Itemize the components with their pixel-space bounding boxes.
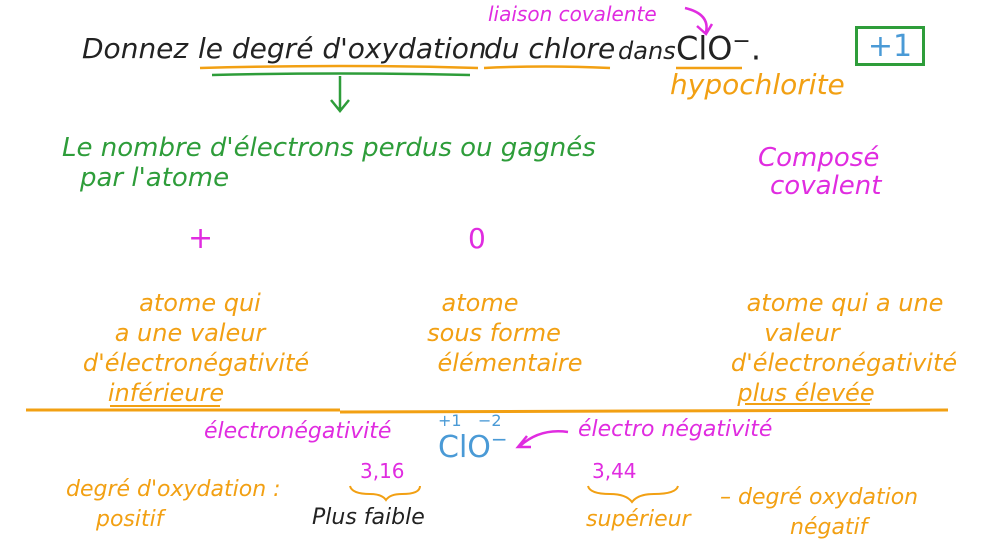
bottom-formula: ClO− <box>438 428 508 464</box>
value-cl: 3,16 <box>360 459 405 483</box>
ox-state-cl: +1 <box>438 411 462 430</box>
middle-col-line1: atome <box>441 289 519 317</box>
answer-value: +1 <box>867 28 913 64</box>
question-degree: le degré d'oxydation <box>198 32 487 65</box>
formula-text: ClO <box>676 29 733 68</box>
positive-ox-line2: positif <box>96 507 164 532</box>
underline-degree <box>199 64 479 70</box>
hypochlorite-label: hypochlorite <box>670 68 845 101</box>
underline-chlore <box>483 65 611 70</box>
magenta-arrow-bottom-icon <box>515 430 569 449</box>
higher-label: supérieur <box>586 507 691 532</box>
left-col-line2: a une valeur <box>114 319 266 347</box>
left-col-line3: d'électronégativité <box>82 349 310 377</box>
left-col-line4: inférieure <box>107 379 225 407</box>
ox-state-o: −2 <box>478 411 502 430</box>
formula-charge: − <box>732 29 751 54</box>
compound-line2: covalent <box>770 171 882 201</box>
answer-box: +1 <box>855 26 925 66</box>
covalent-bond-label: liaison covalente <box>488 2 657 26</box>
electroneg-right-label: électro négativité <box>578 417 773 442</box>
zero-sign: 0 <box>468 222 486 255</box>
green-arrow-icon <box>330 76 350 113</box>
definition-line2: par l'atome <box>80 163 230 193</box>
right-col-line4: plus élevée <box>737 379 875 407</box>
question-formula: ClO−. <box>676 29 762 68</box>
question-chlore: du chlore <box>484 32 616 65</box>
compound-line1: Composé <box>758 143 880 173</box>
left-col-line1: atome qui <box>139 289 261 317</box>
bottom-formula-text: ClO <box>438 430 491 465</box>
right-col-line1: atome qui a une <box>746 289 944 317</box>
negative-ox-line2: négatif <box>790 515 868 540</box>
electroneg-left-label: électronégativité <box>204 419 392 444</box>
formula-period: . <box>750 29 762 68</box>
weaker-label: Plus faible <box>312 505 425 530</box>
right-col-line2: valeur <box>764 319 840 347</box>
brace-316 <box>349 485 421 502</box>
value-o: 3,44 <box>592 459 637 483</box>
definition-line1: Le nombre d'électrons perdus ou gagnés <box>62 133 596 163</box>
magenta-arrow-icon <box>684 6 714 36</box>
divider-line <box>26 408 949 414</box>
negative-ox-line1: – degré oxydation <box>720 485 919 510</box>
question-prefix: Donnez <box>82 32 189 65</box>
brace-344 <box>587 485 679 504</box>
question-dans: dans <box>618 37 676 65</box>
plus-sign: + <box>188 221 214 256</box>
right-col-line3: d'électronégativité <box>730 349 958 377</box>
green-underline <box>211 72 471 77</box>
middle-col-line2: sous forme <box>427 319 561 347</box>
middle-col-line3: élémentaire <box>437 349 583 377</box>
bottom-formula-charge: − <box>490 427 508 451</box>
positive-ox-line1: degré d'oxydation : <box>66 477 281 502</box>
